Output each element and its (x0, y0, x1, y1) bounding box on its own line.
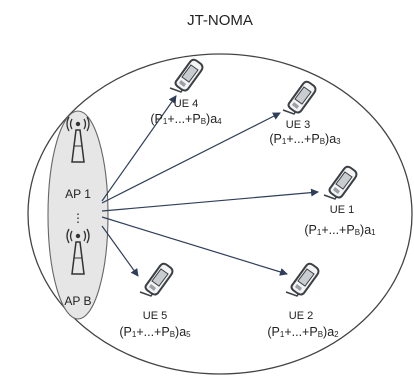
ue-4-label: UE 4 (174, 98, 198, 110)
ue-4-power-formula: (P1+...+PB)a4 (150, 112, 222, 126)
mobile-phone-icon (285, 262, 320, 297)
ue-3-power-formula: (P1+...+PB)a3 (269, 132, 341, 146)
link-arrow-ue1 (101, 188, 319, 212)
ue-2-power-formula: (P1+...+PB)a2 (267, 325, 339, 339)
ue-5-label: UE 5 (143, 310, 167, 322)
mobile-phone-icon (139, 262, 174, 297)
ue-3-label: UE 3 (286, 119, 310, 131)
ap-ellipsis: ⋮ (72, 211, 84, 225)
ue-2-label: UE 2 (289, 310, 313, 322)
mobile-phone-icon (282, 80, 317, 115)
link-arrow-ue2 (101, 216, 288, 276)
diagram-title: JT-NOMA (187, 12, 253, 29)
link-arrow-ue3 (101, 112, 281, 204)
link-arrow-ue4 (101, 95, 177, 202)
ue-1-label: UE 1 (330, 204, 354, 216)
ue-5-power-formula: (P1+...+PB)a5 (119, 325, 191, 339)
link-arrow-ue5 (101, 225, 139, 277)
ap-b-label: AP B (64, 294, 91, 308)
ap-1-label: AP 1 (65, 187, 91, 201)
mobile-phone-icon (323, 165, 358, 200)
ap-cluster-ellipse (47, 110, 109, 320)
ue-1-power-formula: (P1+...+PB)a1 (304, 223, 376, 237)
mobile-phone-icon (169, 58, 204, 93)
coverage-ellipse (27, 53, 413, 375)
